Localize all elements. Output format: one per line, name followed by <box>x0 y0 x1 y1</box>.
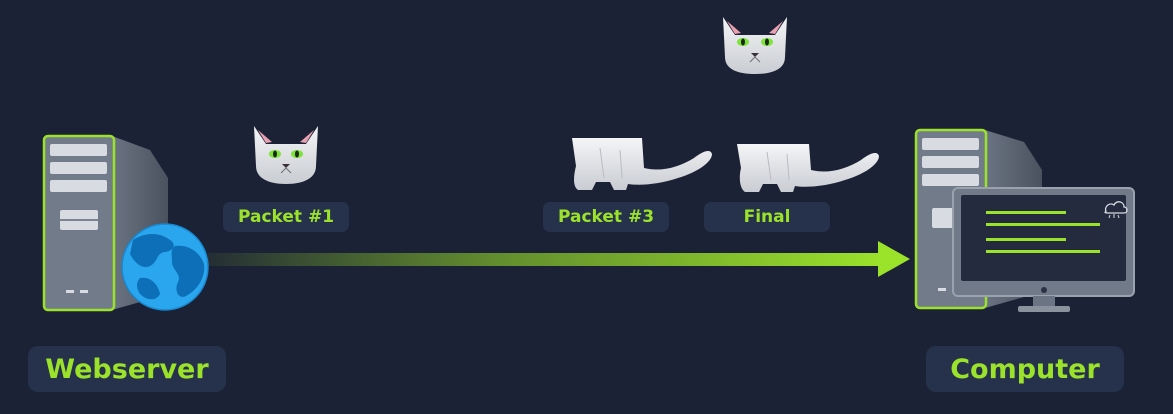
globe-land <box>130 234 174 268</box>
computer-icon <box>914 128 1135 312</box>
server-drive-bay <box>50 144 107 156</box>
cat-body-icon <box>572 138 712 190</box>
monitor-neck <box>1033 296 1055 308</box>
packet-label-1: Packet #1 <box>223 202 349 232</box>
server-drive-bay <box>50 180 107 192</box>
arrow-shaft <box>208 253 882 266</box>
cat-head-icon <box>723 17 787 74</box>
transfer-arrow <box>208 241 910 277</box>
server-drive-bay <box>50 162 107 174</box>
computer-label: Computer <box>926 346 1124 392</box>
monitor-icon <box>952 187 1135 312</box>
packet-label-3: Packet #3 <box>543 202 669 232</box>
globe-land <box>137 277 160 300</box>
packet-label-final: Final <box>704 202 830 232</box>
arrow-head <box>878 241 910 277</box>
globe-land <box>171 245 205 297</box>
webserver-label: Webserver <box>28 346 226 392</box>
cloud-icon <box>1104 201 1128 219</box>
cat-head-icon <box>254 126 318 184</box>
globe-icon <box>121 223 209 311</box>
cat-body-icon <box>737 144 879 192</box>
monitor-stand <box>1018 306 1070 312</box>
